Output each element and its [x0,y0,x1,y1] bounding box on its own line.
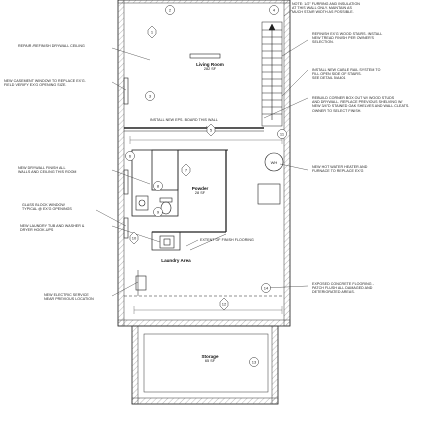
note-laundry-tub: NEW LAUNDRY TUB AND WASHER & DRYER HOOK-… [20,224,85,233]
water-heater-label: WH [271,160,278,165]
svg-text:8: 8 [157,184,160,189]
svg-text:7: 7 [185,168,188,173]
note-tag: 14 [261,283,271,293]
furnace [257,183,281,205]
note-tag: 4 [269,5,279,15]
room-label-living: Living Room 282 SF [190,62,230,72]
note-furring: NOTE: 1/2" FURRING AND INSULATION AT THI… [292,2,360,15]
note-tags: 1 2 3 4 5 6 7 8 9 10 11 12 13 14 [125,5,287,367]
svg-text:6: 6 [129,154,132,159]
room-label-storage: Storage 65 SF [190,354,230,364]
svg-text:4: 4 [273,8,276,13]
note-glass-block: GLASS BLOCK WINDOW TYPICAL @ EX'G OPENIN… [22,203,72,212]
room-area: 65 SF [204,359,216,363]
note-wall-insulation: INSTALL NEW EPS. BOARD THIS WALL [150,118,218,122]
note-tag: 11 [277,129,287,139]
room-area: 28 SF [194,191,206,195]
svg-text:10: 10 [132,236,137,241]
room-name: Powder [191,186,209,191]
note-floor-extent: EXTENT OF FINISH FLOORING [200,238,254,242]
note-tag: 5 [206,123,216,137]
room-name: Storage [201,354,219,359]
leader-lines [95,9,309,297]
svg-text:9: 9 [157,210,160,215]
note-tag: 2 [165,5,175,15]
svg-text:11: 11 [280,132,285,137]
water-heater [264,152,284,172]
dimension-lines [129,136,283,314]
window [123,169,129,195]
flooring-extent [189,233,227,251]
note-tag: 1 [147,25,157,39]
note-concrete-flooring: EXPOSED CONCRETE FLOORING - PATCH FLUSH … [312,282,374,295]
note-water-heater: NEW HOT WATER HEATER and FURNACE TO REPL… [312,165,368,174]
room-name: Living Room [196,62,224,67]
note-tag: 13 [249,357,259,367]
room-label-powder: Powder 28 SF [183,186,217,196]
fixtures [123,53,284,291]
note-tag: 7 [181,163,191,177]
stair [261,21,283,127]
laundry-tub [159,235,175,249]
exterior-walls [117,0,291,405]
sink [135,195,149,211]
note-tag: 6 [125,151,135,161]
room-name: Laundry Area [161,258,191,263]
room-area: 282 SF [203,67,217,71]
electric-panel [135,275,147,291]
note-finish-ceiling: REPAIR /REFINISH DRYWALL CEILING [18,44,85,48]
room-label-laundry: Laundry Area [156,258,196,263]
note-tag: 3 [145,91,155,101]
note-electric-service: NEW ELECTRIC SERVICE NEAR PREVIOUS LOCAT… [44,293,94,302]
svg-text:2: 2 [169,8,172,13]
interior-walls [124,127,284,297]
note-tag: 9 [153,207,163,217]
note-tag: 8 [153,181,163,191]
note-wood-stairs: REFINISH EX'G WOOD STAIRS. INSTALL NEW T… [312,32,383,45]
note-drywall-finish: NEW DRYWALL FINISH ALL WALLS AND CEILING… [18,166,77,175]
note-tag: 10 [129,231,139,245]
svg-text:5: 5 [210,128,213,133]
svg-text:13: 13 [252,360,257,365]
note-cable-rail: INSTALL NEW CABLE RAIL SYSTEM TO FILL OP… [312,68,381,81]
note-tag: 12 [219,297,229,311]
svg-text:3: 3 [149,94,152,99]
svg-text:12: 12 [222,302,227,307]
svg-text:14: 14 [264,286,269,291]
note-casement-window: NEW CASEMENT WINDOW TO REPLACE EX'G. FIE… [4,79,86,88]
svg-text:1: 1 [151,30,154,35]
note-corner-box: REBUILD CORNER BOX OUT w/ WOOD STUDS AND… [312,96,410,113]
